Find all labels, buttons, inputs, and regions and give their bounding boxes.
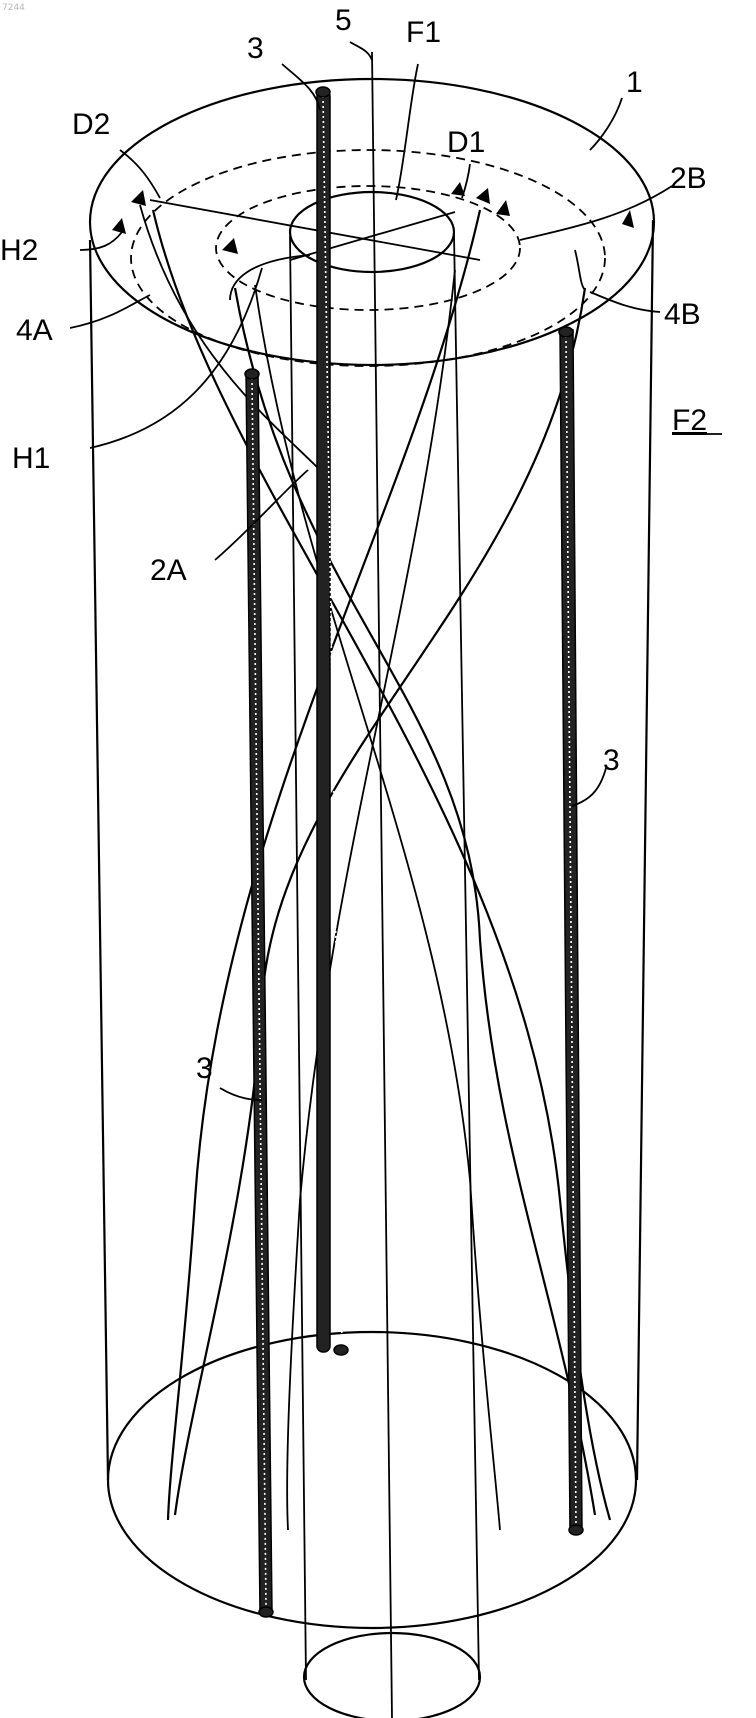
label-F1: F1 (406, 16, 441, 49)
label-2B: 2B (670, 162, 707, 195)
rod-center (317, 90, 342, 1352)
label-2A: 2A (150, 554, 187, 587)
support-rods (245, 87, 583, 1617)
helical-wires (140, 200, 610, 1530)
label-H1: H1 (12, 442, 50, 475)
label-4B: 4B (664, 298, 701, 331)
central-axis (372, 52, 392, 1718)
reference-labels: 3 5 F1 1 D2 D1 2B H2 4A 4B F2 H1 2A 3 3 (0, 4, 707, 1085)
label-3-left: 3 (196, 1052, 213, 1085)
label-F2: F2 (672, 404, 707, 437)
label-3-right: 3 (603, 744, 620, 777)
rod-right (560, 330, 582, 1530)
label-1: 1 (626, 66, 643, 99)
label-D1: D1 (447, 126, 485, 159)
watermark-text: 7244 (2, 3, 25, 13)
label-H2: H2 (0, 234, 38, 267)
label-3-top: 3 (247, 32, 264, 65)
rod-left (246, 372, 272, 1612)
dashed-circles (131, 150, 605, 366)
label-D2: D2 (72, 108, 110, 141)
label-5: 5 (335, 4, 352, 37)
label-4A: 4A (16, 314, 53, 347)
